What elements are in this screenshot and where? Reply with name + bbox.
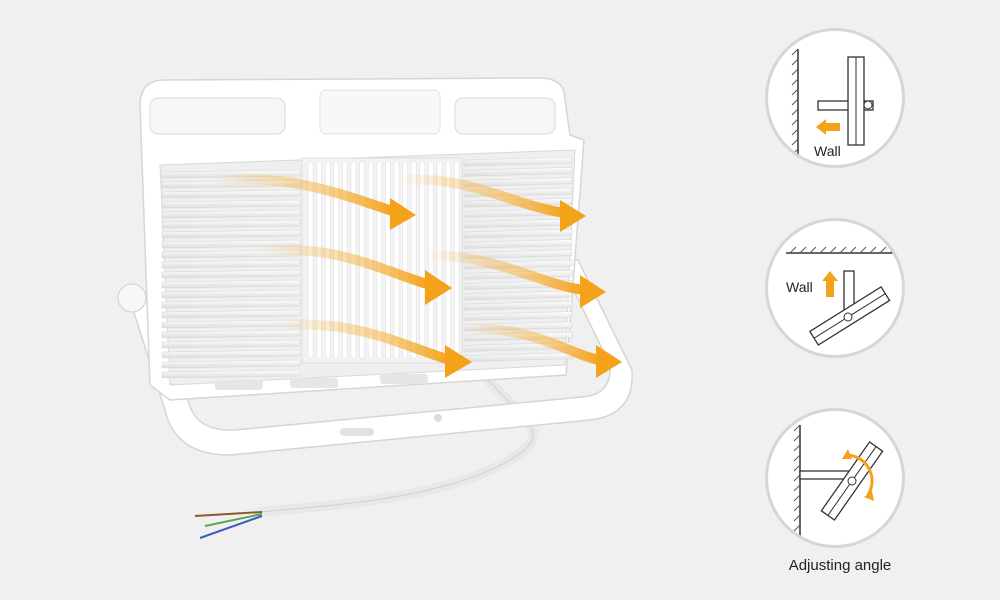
airflow-arrow-icon xyxy=(259,244,452,305)
horizontal-fin xyxy=(161,279,301,289)
horizontal-fin xyxy=(463,290,573,301)
ceiling-mount-icon xyxy=(786,246,898,346)
horizontal-fin xyxy=(161,309,301,319)
horizontal-fin xyxy=(161,229,301,239)
horizontal-fin xyxy=(161,349,301,359)
housing xyxy=(139,77,585,401)
angle-adjust-diagram xyxy=(765,408,905,548)
horizontal-fin xyxy=(463,300,573,311)
vertical-fin xyxy=(393,161,400,359)
horizontal-fin xyxy=(463,228,573,239)
horizontal-fin xyxy=(161,189,301,199)
wall-mount-icon xyxy=(791,48,874,161)
airflow-arrows xyxy=(214,174,622,378)
adjusting-angle-caption: Adjusting angle xyxy=(788,557,892,574)
horizontal-fin xyxy=(161,209,301,219)
horizontal-fin xyxy=(161,339,301,349)
horizontal-fin xyxy=(463,166,573,177)
wall-mount-diagram: Wall xyxy=(765,28,905,168)
ceiling-wall-label: Wall xyxy=(786,279,813,295)
ceiling-mount-diagram: Wall xyxy=(765,218,905,358)
horizontal-fin xyxy=(463,311,573,321)
mounting-bracket xyxy=(117,259,633,456)
horizontal-fin xyxy=(161,219,301,229)
angle-adjust-icon xyxy=(793,424,884,537)
wall-label: Wall xyxy=(814,143,841,159)
vertical-fin xyxy=(419,161,426,359)
horizontal-fin xyxy=(161,359,301,369)
horizontal-fin xyxy=(463,218,573,229)
horizontal-fin xyxy=(463,156,573,167)
horizontal-fin xyxy=(161,289,301,299)
horizontal-fin xyxy=(161,259,301,269)
vertical-fin xyxy=(307,161,314,359)
airflow-arrow-icon xyxy=(279,319,472,378)
horizontal-fin xyxy=(463,239,573,249)
vertical-fin xyxy=(316,161,322,359)
vertical-fin xyxy=(385,161,391,359)
airflow-arrow-icon xyxy=(464,323,622,378)
horizontal-fin xyxy=(161,199,301,209)
horizontal-fin xyxy=(161,369,301,379)
vertical-fin xyxy=(402,161,408,359)
vertical-fin xyxy=(324,161,331,359)
vertical-fin xyxy=(410,161,417,359)
horizontal-fin xyxy=(161,329,301,339)
airflow-arrow-icon xyxy=(399,174,586,232)
horizontal-fin xyxy=(161,269,301,279)
airflow-arrow-icon xyxy=(214,174,416,230)
airflow-arrow-icon xyxy=(424,250,606,308)
vertical-fin xyxy=(376,161,383,359)
horizontal-fin xyxy=(161,299,301,309)
